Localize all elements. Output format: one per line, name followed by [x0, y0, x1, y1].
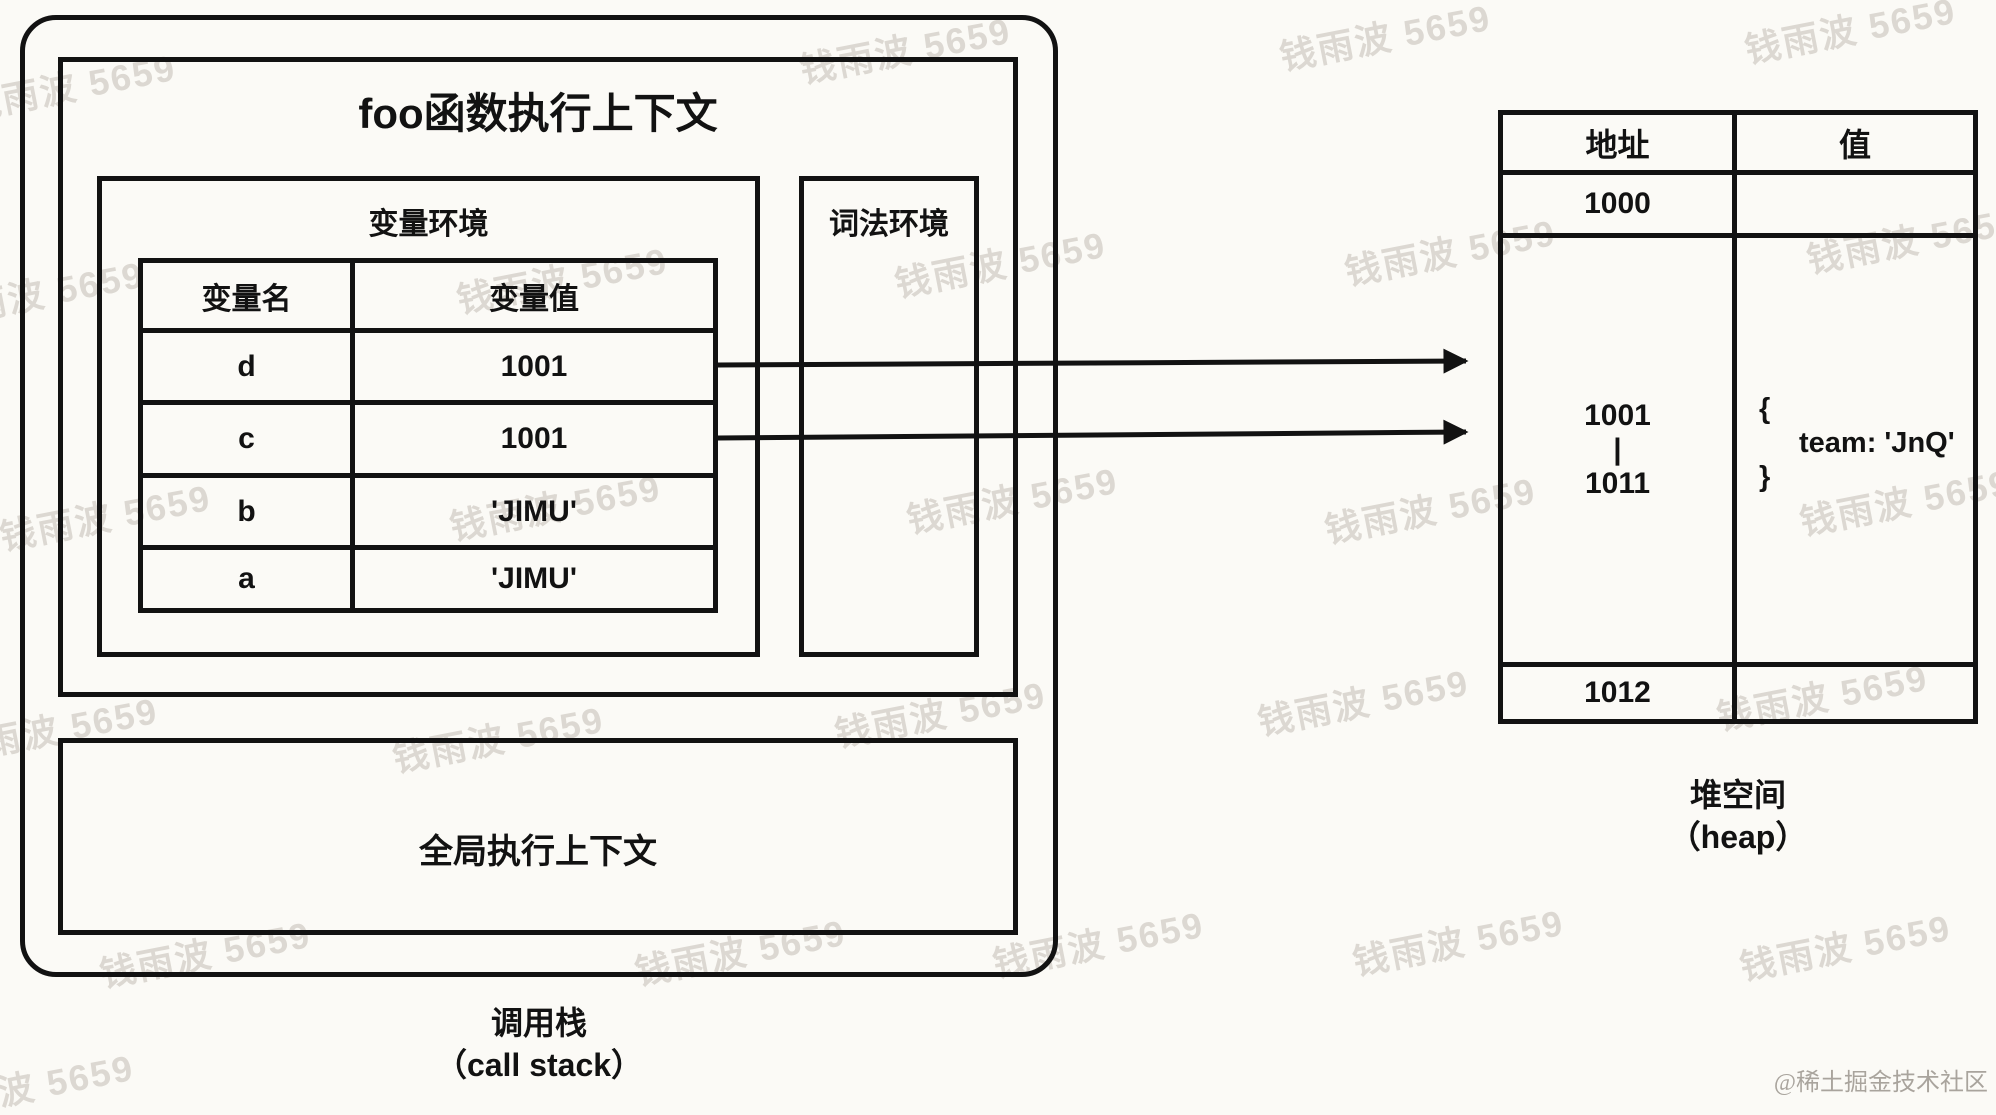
variable-env-label: 变量环境 [368, 208, 489, 241]
foo-context-title: foo函数执行上下文 [358, 90, 718, 137]
credit-text: @稀土掘金技术社区 [1773, 1070, 1988, 1096]
heap-row-1012-address: 1012 [1503, 662, 1737, 719]
call-stack-box [20, 15, 1058, 977]
heap-address-range-end: 1011 [1584, 467, 1651, 500]
lexical-env-label: 词法环境 [829, 208, 949, 241]
heap-address-range: 1001 | 1011 [1584, 399, 1651, 501]
variable-row-d-name: d [143, 328, 355, 400]
variable-row-c-value: 1001 [355, 400, 713, 473]
heap-caption-en: （heap） [1668, 819, 1808, 855]
heap-address-range-start: 1001 [1584, 399, 1651, 432]
variable-env-box [97, 176, 760, 657]
variable-row-b-name: b [143, 473, 355, 545]
foo-context-box [58, 57, 1018, 697]
lexical-env-box [799, 176, 979, 657]
heap-table: 地址 值 1000 1001 | 1011 { team: 'JnQ' } 10… [1498, 110, 1978, 724]
heap-object-literal: { team: 'JnQ' } [1737, 231, 1973, 655]
variable-row-c-name: c [143, 400, 355, 473]
global-context-box [58, 738, 1018, 935]
heap-header-address: 地址 [1503, 115, 1737, 170]
heap-header-value: 值 [1838, 126, 1871, 163]
variable-table-header-value: 变量值 [489, 282, 579, 316]
heap-caption-cn: 堆空间 [1689, 777, 1786, 813]
watermark-text: 钱雨波 5659 [1741, 0, 1960, 72]
variable-table-header-name: 变量名 [143, 263, 355, 328]
heap-address-range-dash: | [1613, 433, 1622, 466]
watermark-text: 钱雨波 5659 [1276, 0, 1495, 79]
variable-row-a-value: 'JIMU' [355, 545, 713, 608]
heap-row-1000-address: 1000 [1503, 170, 1737, 233]
heap-row-range-address: 1001 | 1011 [1503, 233, 1737, 662]
global-context-label: 全局执行上下文 [419, 833, 657, 871]
watermark-text: 钱雨波 5659 [1736, 906, 1955, 989]
object-open-brace: { [1759, 393, 1771, 425]
variable-row-b-value: 'JIMU' [355, 473, 713, 545]
variable-row-a-name: a [143, 545, 355, 608]
watermark-text: 钱雨波 5659 [1254, 661, 1473, 744]
call-stack-caption-cn: 调用栈 [490, 1005, 587, 1041]
heap-row-1012-value [1737, 662, 1973, 719]
variable-row-d-value: 1001 [355, 328, 713, 400]
watermark-text: 钱雨波 5659 [1349, 901, 1568, 984]
heap-row-1000-value [1737, 170, 1973, 233]
heap-row-range-value: { team: 'JnQ' } [1737, 233, 1973, 662]
object-team-property: team: 'JnQ' [1799, 427, 1955, 459]
object-close-brace: } [1759, 461, 1771, 493]
call-stack-caption-en: （call stack） [434, 1047, 644, 1083]
variable-table: 变量名 变量值 d 1001 c 1001 b 'JIMU' a 'JIMU' [138, 258, 718, 613]
